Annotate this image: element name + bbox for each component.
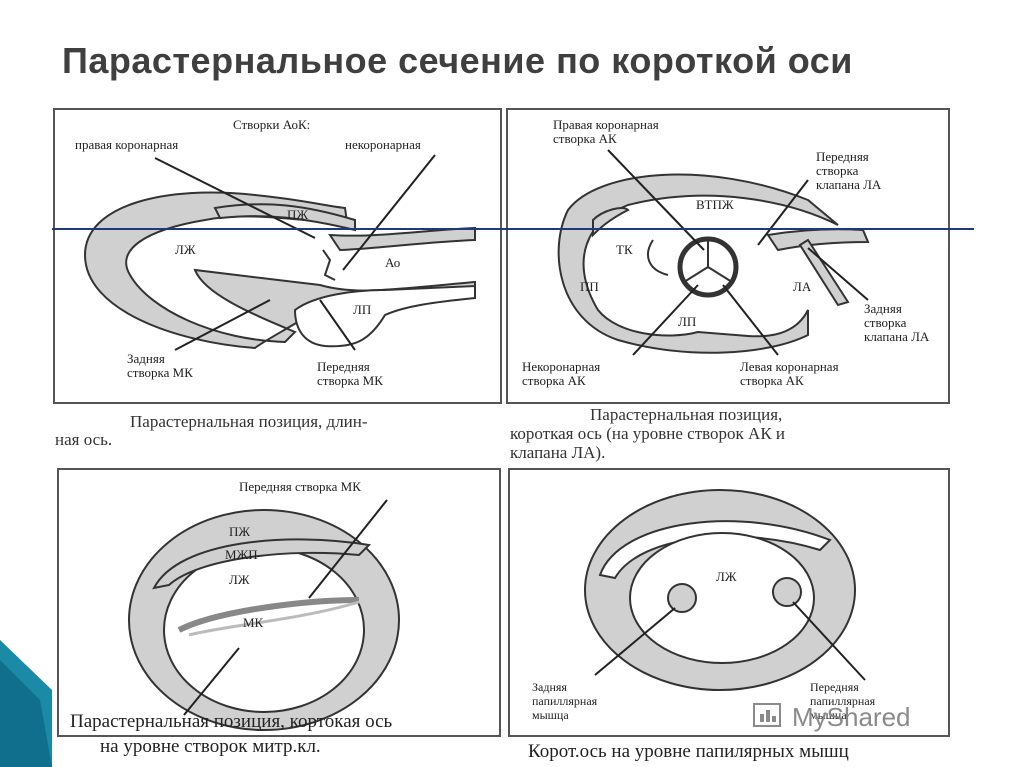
label-ao: Ао [385, 256, 400, 270]
label-pzh-3: ПЖ [229, 525, 250, 539]
label-anterior-la: Передняя створка клапана ЛА [816, 150, 881, 192]
label-mk: МК [243, 616, 263, 630]
panel-short-axis-pm: ЛЖ Задняя папиллярная мышца Передняя пап… [508, 468, 950, 737]
label-anterior-mk: Передняя створка МК [317, 360, 383, 388]
label-left-coronary-ak: Левая коронарная створка АК [740, 360, 839, 388]
label-posterior-la: Задняя створка клапана ЛА [864, 302, 929, 344]
label-lp: ЛП [353, 303, 371, 317]
label-posterior-la-line1: Задняя [864, 302, 929, 316]
label-noncoronary-ak-line2: створка АК [522, 374, 600, 388]
caption-short-axis-pm: Корот.ось на уровне папилярных мышц [528, 742, 849, 762]
long-axis-diagram [55, 110, 500, 402]
caption-short-axis-av-1: Парастернальная позиция, [590, 405, 782, 425]
myshared-logo-icon [752, 700, 786, 730]
label-posterior-la-line2: створка [864, 316, 929, 330]
panel-short-axis-mv: Передняя створка МК ПЖ МЖП ЛЖ МК [57, 468, 501, 737]
label-posterior-mk: Задняя створка МК [127, 352, 193, 380]
caption-short-axis-mv-1: Парастернальная позиция, кортокая ось [70, 712, 392, 732]
label-anterior-la-line2: створка [816, 164, 881, 178]
caption-short-axis-av-3: клапана ЛА). [510, 443, 605, 463]
label-anterior-mk-line2: створка МК [317, 374, 383, 388]
label-left-coronary-ak-line2: створка АК [740, 374, 839, 388]
label-posterior-pm-line3: мышца [532, 708, 597, 722]
caption-long-axis-1: Парастернальная позиция, длин- [130, 412, 368, 432]
label-right-coronary-ak: Правая коронарная створка АК [553, 118, 659, 146]
label-right-coronary-ak-line1: Правая коронарная [553, 118, 659, 132]
label-anterior-la-line1: Передняя [816, 150, 881, 164]
label-posterior-la-line3: клапана ЛА [864, 330, 929, 344]
label-posterior-mk-line1: Задняя [127, 352, 193, 366]
label-lzh: ЛЖ [175, 243, 195, 257]
label-anterior-pm-line1: Передняя [810, 680, 875, 694]
watermark-text: MyShared [792, 702, 911, 733]
caption-long-axis-2: ная ось. [55, 430, 112, 450]
label-right-coronary: правая коронарная [75, 138, 178, 152]
label-noncoronary-ak: Некоронарная створка АК [522, 360, 600, 388]
panel-short-axis-av: Правая коронарная створка АК Передняя ст… [506, 108, 950, 404]
label-anterior-mk-line1: Передняя [317, 360, 383, 374]
label-anterior-la-line3: клапана ЛА [816, 178, 881, 192]
label-posterior-pm-line1: Задняя [532, 680, 597, 694]
label-left-coronary-ak-line1: Левая коронарная [740, 360, 839, 374]
label-pp: ПП [580, 280, 599, 294]
label-vtpzh: ВТПЖ [696, 198, 733, 212]
label-posterior-pm: Задняя папиллярная мышца [532, 680, 597, 722]
label-tk: ТК [616, 243, 633, 257]
label-right-coronary-ak-line2: створка АК [553, 132, 659, 146]
left-decoration [0, 0, 60, 767]
label-la: ЛА [793, 280, 811, 294]
label-noncoronary-ak-line1: Некоронарная [522, 360, 600, 374]
caption-short-axis-mv-2: на уровне створок митр.кл. [100, 737, 321, 757]
label-mzhp: МЖП [225, 548, 258, 562]
label-lp-2: ЛП [678, 315, 696, 329]
divider-line [52, 228, 974, 230]
label-lzh-3: ЛЖ [229, 573, 249, 587]
caption-short-axis-av-2: короткая ось (на уровне створок АК и [510, 424, 785, 444]
label-noncoronary: некоронарная [345, 138, 421, 152]
label-pzh: ПЖ [287, 208, 308, 222]
label-aok: Створки АоК: [233, 118, 310, 132]
label-posterior-pm-line2: папиллярная [532, 694, 597, 708]
label-anterior-mk-2: Передняя створка МК [239, 480, 361, 494]
panel-long-axis: Створки АоК: правая коронарная некоронар… [53, 108, 502, 404]
page-title: Парастернальное сечение по короткой оси [62, 40, 853, 82]
label-posterior-mk-line2: створка МК [127, 366, 193, 380]
short-axis-mv-diagram [59, 470, 499, 735]
label-lzh-4: ЛЖ [716, 570, 736, 584]
